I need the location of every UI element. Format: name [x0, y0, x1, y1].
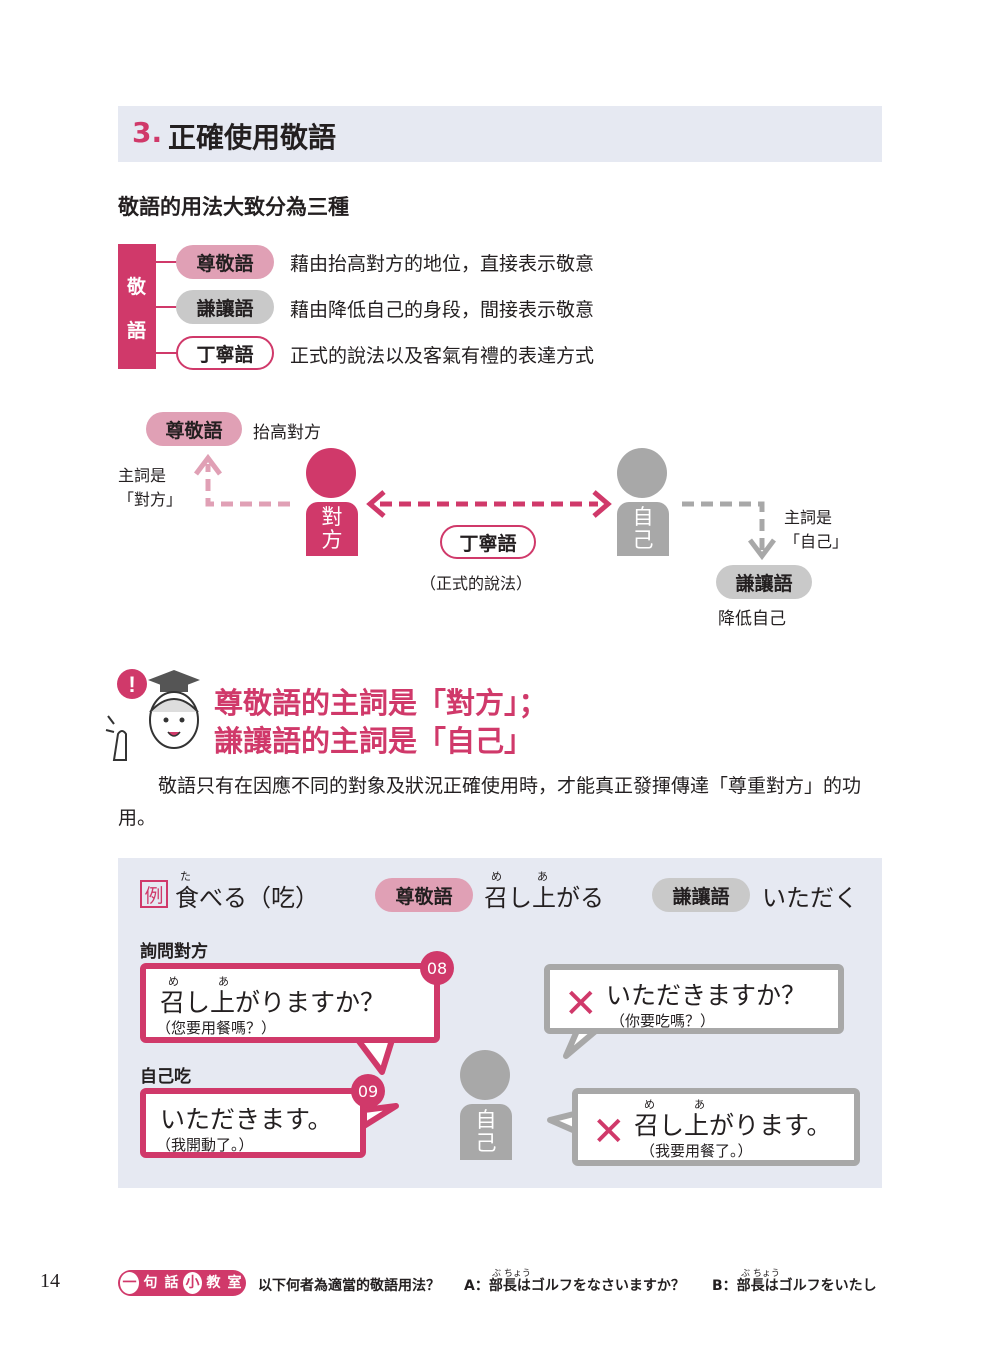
- example-sonkei-pill: 尊敬語: [375, 878, 473, 912]
- tip-line-1: 尊敬語的主詞是「對方」；: [214, 686, 548, 720]
- self-label: 自己吃: [140, 1067, 191, 1087]
- diagram-kenjo-desc: 降低自己: [718, 609, 786, 629]
- svg-text:!: !: [128, 672, 135, 697]
- subject-right-2: 「自己」: [784, 532, 849, 551]
- bubble-correct-ask: め あ 召し上がりますか？ （您要用餐嗎？）: [140, 963, 440, 1043]
- person-self-head: [460, 1050, 510, 1100]
- person-right-body: 自 己: [617, 502, 669, 556]
- bubble-wrong-self: ✕ め あ 召し上がります。 （我要用餐了。）: [572, 1088, 860, 1166]
- sonkeigo-desc: 藉由抬高對方的地位，直接表示敬意: [290, 253, 595, 275]
- diagram-teinei-desc: （正式的說法）: [420, 574, 533, 593]
- subject-right-1: 主詞是: [784, 508, 833, 527]
- sonkeigo-pill: 尊敬語: [176, 245, 274, 279]
- footer-question: 以下何者為適當的敬語用法？: [258, 1278, 440, 1294]
- kenjogo-desc: 藉由降低自己的身段，間接表示敬意: [290, 299, 595, 321]
- tip-body: 敬語只有在因應不同的對象及狀況正確使用時，才能真正發揮傳達「尊重對方」的功用。: [118, 775, 862, 829]
- bubble-wrong-ask: ✕ いただきますか？ （你要吃嗎？）: [544, 964, 844, 1034]
- person-left-body: 對 方: [306, 502, 358, 556]
- diagram-teinei-pill: 丁寧語: [440, 525, 536, 559]
- track-09-badge: 09: [351, 1074, 385, 1108]
- section-title: 正確使用敬語: [168, 121, 337, 154]
- keigo-side-bar: 敬 語: [118, 244, 156, 369]
- example-kenjo-pill: 謙讓語: [652, 878, 750, 912]
- kenjogo-pill: 謙讓語: [176, 290, 274, 324]
- diagram-sonkei-pill: 尊敬語: [146, 412, 242, 446]
- tip-line-2: 謙讓語的主詞是「自己」: [214, 724, 534, 758]
- footer-badge: [118, 1270, 246, 1296]
- person-right-head: [617, 448, 667, 498]
- diagram-arrows: [194, 453, 776, 561]
- subject-left-2: 「對方」: [118, 490, 183, 509]
- keigo-connector: [156, 261, 178, 263]
- diagram-kenjo-pill: 謙讓語: [716, 565, 812, 599]
- track-08-badge: 08: [420, 951, 454, 985]
- example-word: 食べる（吃）: [175, 884, 319, 912]
- person-self-body: 自 己: [460, 1104, 512, 1160]
- example-kenjo-word: いただく: [762, 884, 858, 912]
- rei-box: 例: [140, 880, 168, 908]
- page-number: 14: [40, 1270, 60, 1292]
- section-header: 3. 正確使用敬語: [118, 106, 882, 162]
- wrong-mark-icon: ✕: [592, 1109, 626, 1155]
- footer-option-b: B：部長はゴルフをいたし: [712, 1278, 877, 1294]
- diagram-sonkei-desc: 抬高對方: [253, 423, 321, 443]
- teacher-icon: !: [105, 669, 200, 761]
- wrong-mark-icon: ✕: [564, 981, 598, 1027]
- person-left-head: [306, 448, 356, 498]
- section-number: 3.: [132, 116, 163, 149]
- subject-left-1: 主詞是: [118, 466, 167, 485]
- subtitle: 敬語的用法大致分為三種: [118, 195, 349, 219]
- footer-badge-chars: 一 句 話 小 教 室: [120, 1270, 244, 1294]
- teineigo-pill: 丁寧語: [176, 336, 274, 370]
- teineigo-desc: 正式的說法以及客氣有禮的表達方式: [290, 345, 595, 367]
- example-sonkei-word: 召し上がる: [484, 884, 604, 912]
- bubble-correct-self: いただきます。 （我開動了。）: [140, 1088, 366, 1158]
- footer-option-a: A：部長はゴルフをなさいますか？: [464, 1278, 685, 1294]
- ask-label: 詢問對方: [140, 942, 208, 962]
